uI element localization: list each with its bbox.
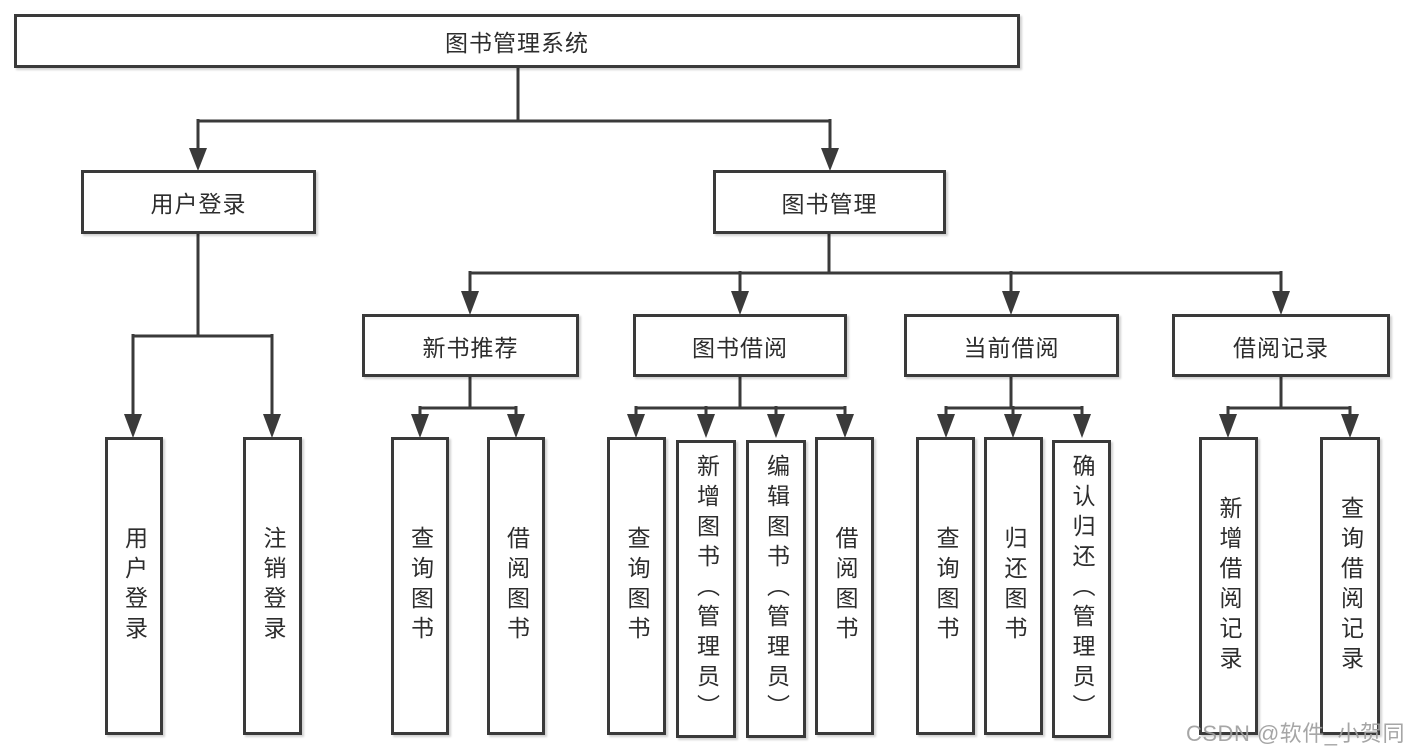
leaf-newbook-borrow-books-label: 借阅图书 (503, 526, 530, 646)
leaf-current-query-books-label: 查询图书 (933, 526, 959, 646)
leaf-add-books-admin-label: 新增图书（管理员） (693, 454, 720, 724)
leaf-add-books-admin: 新增图书（管理员） (676, 440, 736, 738)
edge-book-borrow-to-leaves (627, 377, 854, 438)
leaf-confirm-return-admin: 确认归还（管理员） (1052, 440, 1111, 738)
leaf-borrow-query-books: 查询图书 (607, 437, 666, 735)
node-user-login: 用户登录 (81, 170, 316, 234)
edge-book-mgmt-to-level3 (461, 234, 1290, 315)
node-borrow-record-label: 借阅记录 (1233, 334, 1329, 361)
leaf-borrow-borrow-books-label: 借阅图书 (832, 526, 858, 646)
leaf-return-books: 归还图书 (984, 437, 1043, 735)
leaf-query-borrow-record: 查询借阅记录 (1320, 437, 1380, 735)
edge-new-book-to-leaves (411, 377, 525, 438)
edge-borrow-record-to-leaves (1219, 377, 1359, 438)
edge-root-to-level2 (189, 68, 839, 171)
leaf-user-login: 用户登录 (105, 437, 163, 735)
node-book-management-label: 图书管理 (781, 191, 878, 217)
node-system-root: 图书管理系统 (14, 14, 1020, 68)
node-book-management: 图书管理 (713, 170, 946, 234)
leaf-return-books-label: 归还图书 (1001, 526, 1027, 646)
leaf-newbook-query-books-label: 查询图书 (407, 526, 434, 646)
leaf-add-borrow-record: 新增借阅记录 (1199, 437, 1258, 735)
leaf-logout: 注销登录 (243, 437, 302, 735)
leaf-logout-label: 注销登录 (260, 526, 286, 646)
node-book-borrow-label: 图书借阅 (692, 334, 788, 361)
leaf-confirm-return-admin-label: 确认归还（管理员） (1069, 454, 1095, 724)
leaf-query-borrow-record-label: 查询借阅记录 (1337, 496, 1364, 676)
node-current-borrow: 当前借阅 (904, 314, 1119, 377)
node-user-login-label: 用户登录 (150, 191, 247, 217)
leaf-newbook-query-books: 查询图书 (391, 437, 449, 735)
node-system-root-label: 图书管理系统 (445, 30, 589, 56)
leaf-newbook-borrow-books: 借阅图书 (487, 437, 545, 735)
leaf-add-borrow-record-label: 新增借阅记录 (1216, 496, 1242, 676)
node-new-book-recommend: 新书推荐 (362, 314, 579, 377)
edge-user-login-to-leaves (124, 234, 281, 438)
node-new-book-recommend-label: 新书推荐 (422, 334, 519, 361)
leaf-edit-books-admin-label: 编辑图书（管理员） (763, 454, 790, 724)
leaf-borrow-borrow-books: 借阅图书 (815, 437, 874, 735)
leaf-current-query-books: 查询图书 (916, 437, 975, 735)
edge-current-borrow-to-leaves (937, 377, 1091, 438)
leaf-edit-books-admin: 编辑图书（管理员） (746, 440, 806, 738)
leaf-borrow-query-books-label: 查询图书 (624, 526, 650, 646)
node-current-borrow-label: 当前借阅 (963, 334, 1060, 361)
node-book-borrow: 图书借阅 (633, 314, 847, 377)
node-borrow-record: 借阅记录 (1172, 314, 1390, 377)
csdn-watermark: CSDN @软件_小贺同学 (1186, 721, 1405, 746)
leaf-user-login-label: 用户登录 (121, 526, 148, 646)
